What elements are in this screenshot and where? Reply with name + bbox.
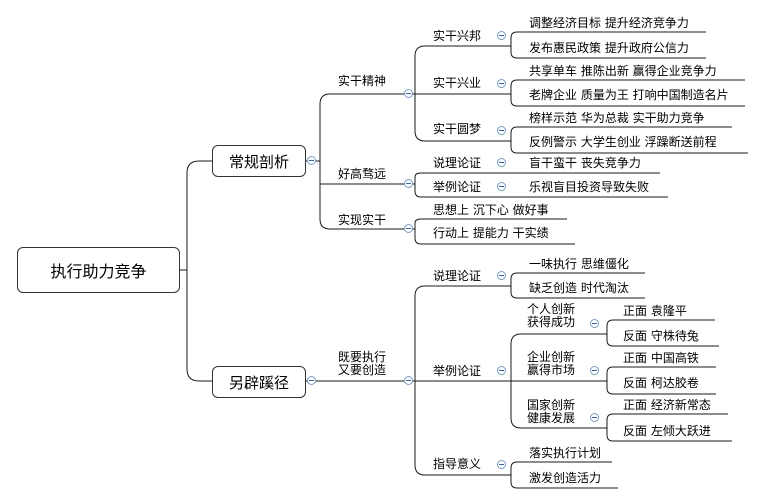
- leaf-label[interactable]: 行动上 提能力 干实绩: [433, 226, 549, 240]
- collapse-toggle-icon[interactable]: [404, 89, 413, 98]
- node-label[interactable]: 个人创新 获得成功: [527, 302, 576, 329]
- collapse-toggle-icon[interactable]: [404, 376, 413, 385]
- node-label[interactable]: 好高骛远: [338, 167, 387, 181]
- collapse-toggle-icon[interactable]: [497, 31, 506, 40]
- collapse-toggle-icon[interactable]: [497, 366, 506, 375]
- leaf-label[interactable]: 反面 左倾大跃进: [623, 424, 711, 438]
- node-label[interactable]: 举例论证: [433, 364, 482, 378]
- leaf-label[interactable]: 思想上 沉下心 做好事: [433, 203, 549, 217]
- leaf-label[interactable]: 反面 守株待兔: [623, 329, 699, 343]
- node-label[interactable]: 国家创新 健康发展: [527, 398, 576, 425]
- node-label[interactable]: 实干圆梦: [433, 122, 482, 136]
- leaf-label[interactable]: 正面 中国高铁: [623, 351, 699, 365]
- collapse-toggle-icon[interactable]: [404, 224, 413, 233]
- collapse-toggle-icon[interactable]: [497, 182, 506, 191]
- collapse-toggle-icon[interactable]: [497, 158, 506, 167]
- leaf-label[interactable]: 发布惠民政策 提升政府公信力: [529, 41, 689, 55]
- collapse-toggle-icon[interactable]: [497, 79, 506, 88]
- root-node[interactable]: 执行助力竞争: [17, 247, 180, 293]
- node-label[interactable]: 指导意义: [433, 457, 482, 471]
- node-label[interactable]: 实干兴邦: [433, 29, 482, 43]
- leaf-label[interactable]: 榜样示范 华为总裁 实干助力竞争: [529, 111, 705, 125]
- leaf-label[interactable]: 反例警示 大学生创业 浮躁断送前程: [529, 135, 717, 149]
- branch-node-innovation[interactable]: 另辟蹊径: [212, 366, 306, 398]
- branch-label: 另辟蹊径: [228, 373, 289, 392]
- node-label[interactable]: 实干精神: [338, 74, 387, 88]
- branch-node-conventional[interactable]: 常规剖析: [212, 145, 306, 177]
- node-label[interactable]: 说理论证: [433, 156, 482, 170]
- collapse-toggle-icon[interactable]: [590, 319, 599, 328]
- leaf-label[interactable]: 共享单车 推陈出新 赢得企业竞争力: [529, 64, 717, 78]
- node-label[interactable]: 企业创新 赢得市场: [527, 350, 576, 377]
- node-label[interactable]: 说理论证: [433, 269, 482, 283]
- leaf-label[interactable]: 激发创造活力: [529, 471, 602, 485]
- leaf-label[interactable]: 正面 袁隆平: [623, 304, 687, 318]
- leaf-label[interactable]: 反面 柯达胶卷: [623, 376, 699, 390]
- node-label[interactable]: 实现实干: [338, 213, 387, 227]
- leaf-label[interactable]: 落实执行计划: [529, 446, 602, 460]
- collapse-toggle-icon[interactable]: [497, 460, 506, 469]
- leaf-label[interactable]: 盲干蛮干 丧失竞争力: [529, 156, 641, 170]
- node-label[interactable]: 举例论证: [433, 180, 482, 194]
- leaf-label[interactable]: 调整经济目标 提升经济竞争力: [529, 16, 689, 30]
- collapse-toggle-icon[interactable]: [497, 126, 506, 135]
- node-label[interactable]: 实干兴业: [433, 76, 482, 90]
- leaf-label[interactable]: 一味执行 思维僵化: [529, 257, 629, 271]
- collapse-toggle-icon[interactable]: [307, 376, 316, 385]
- collapse-toggle-icon[interactable]: [590, 366, 599, 375]
- root-label: 执行助力竞争: [50, 262, 147, 281]
- leaf-label[interactable]: 老牌企业 质量为王 打响中国制造名片: [529, 88, 729, 102]
- collapse-toggle-icon[interactable]: [307, 156, 316, 165]
- collapse-toggle-icon[interactable]: [497, 271, 506, 280]
- collapse-toggle-icon[interactable]: [404, 179, 413, 188]
- branch-label: 常规剖析: [228, 152, 289, 171]
- node-label[interactable]: 既要执行 又要创造: [338, 350, 387, 377]
- leaf-label[interactable]: 正面 经济新常态: [623, 398, 711, 412]
- leaf-label[interactable]: 缺乏创造 时代淘汰: [529, 281, 629, 295]
- leaf-label[interactable]: 乐视盲目投资导致失败: [529, 180, 650, 194]
- collapse-toggle-icon[interactable]: [590, 413, 599, 422]
